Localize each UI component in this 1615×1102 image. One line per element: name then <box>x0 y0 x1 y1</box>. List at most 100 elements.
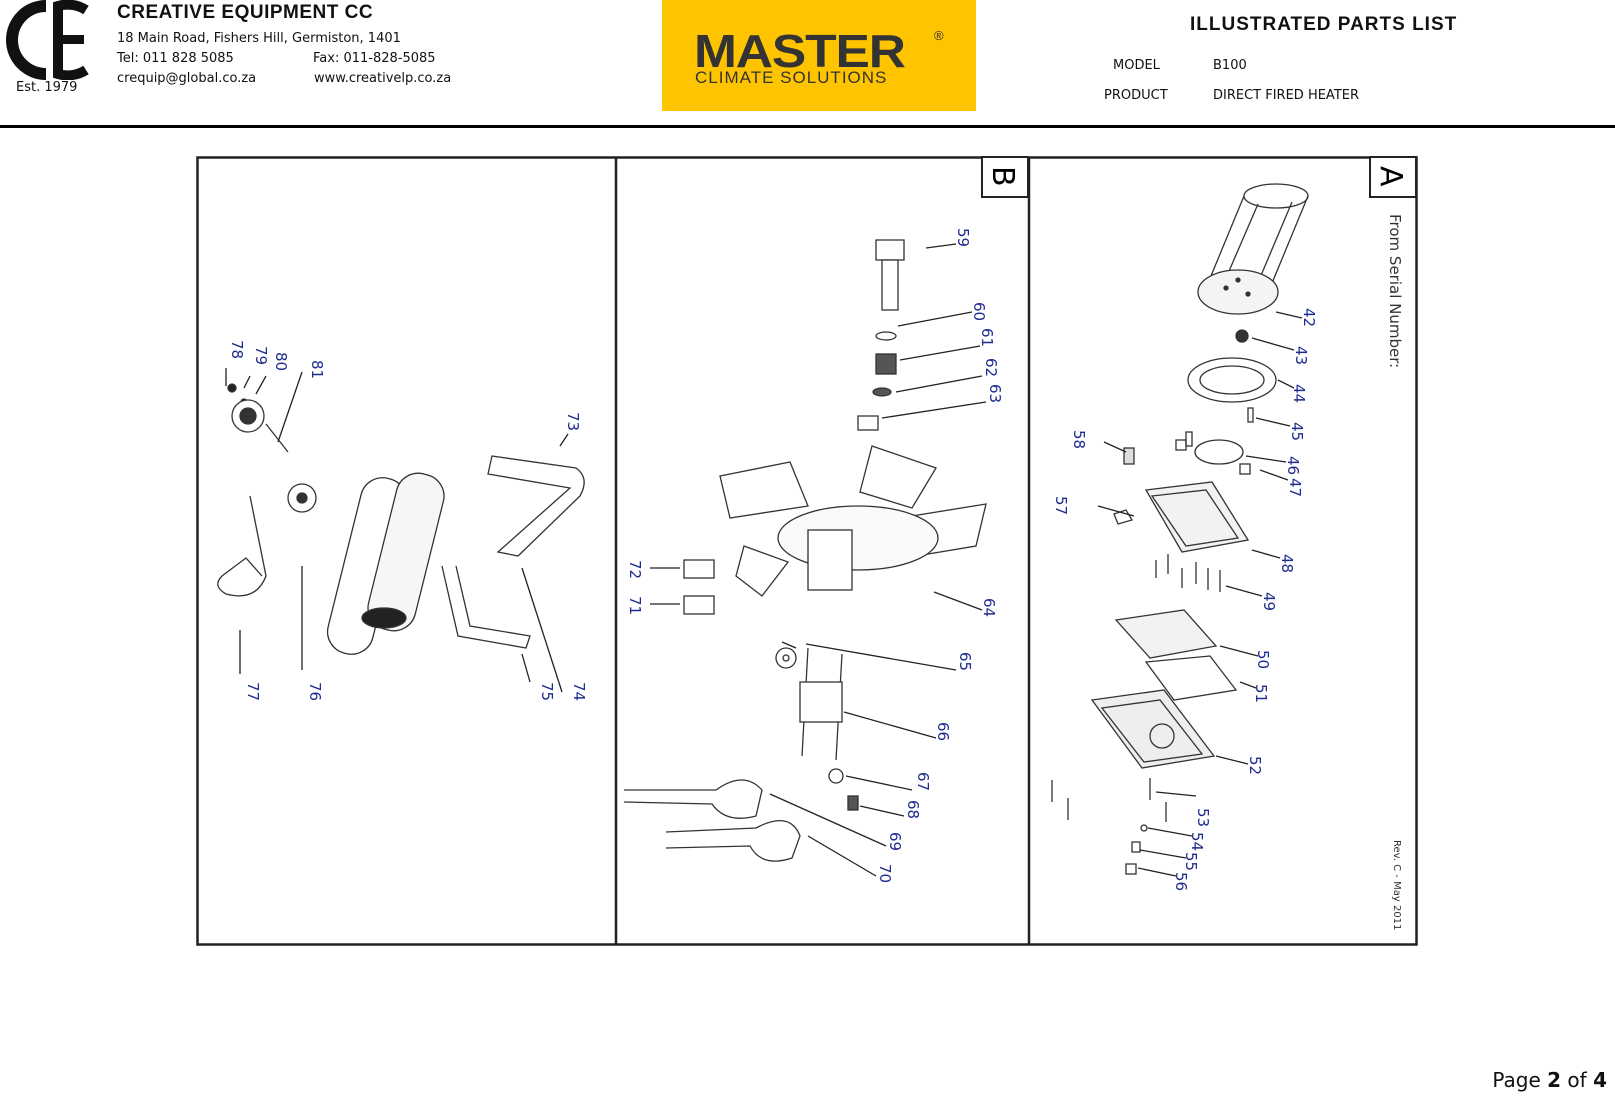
part-66 <box>799 647 843 761</box>
label-42: 42 <box>1300 308 1318 327</box>
part-65 <box>775 647 797 669</box>
label-44: 44 <box>1290 384 1308 403</box>
label-55: 55 <box>1182 852 1200 871</box>
label-71: 71 <box>626 596 644 615</box>
page-total: 4 <box>1593 1068 1607 1092</box>
label-79: 79 <box>252 346 270 365</box>
label-57: 57 <box>1052 496 1070 515</box>
label-43: 43 <box>1292 346 1310 365</box>
part-71 <box>683 595 715 615</box>
part-60 <box>875 331 897 341</box>
part-70 <box>665 820 801 862</box>
model-label: MODEL <box>1113 58 1160 73</box>
section-a-label: A <box>1373 166 1408 187</box>
parts-diagram-svg: B A From Serial Number: Rev. C - May 201… <box>196 156 1418 946</box>
model-value: B100 <box>1213 58 1247 73</box>
part-72 <box>683 559 715 579</box>
part-49 <box>1155 554 1221 592</box>
part-63 <box>857 415 879 431</box>
part-69 <box>623 779 763 819</box>
label-74: 74 <box>570 682 588 701</box>
part-67 <box>828 768 844 784</box>
product-label: PRODUCT <box>1104 88 1168 103</box>
part-45-47 <box>1175 407 1254 475</box>
ce-logo <box>6 0 92 81</box>
section-b-label-box: B <box>981 156 1029 198</box>
label-73: 73 <box>564 412 582 431</box>
label-78: 78 <box>228 340 246 359</box>
part-81 <box>265 423 317 513</box>
label-61: 61 <box>978 328 996 347</box>
part-57 <box>1113 509 1133 525</box>
company-email: crequip@global.co.za <box>117 71 257 86</box>
label-62: 62 <box>982 358 1000 377</box>
part-62 <box>872 387 892 397</box>
label-51: 51 <box>1252 684 1270 703</box>
label-56: 56 <box>1172 872 1190 891</box>
part-number-labels: 42 43 44 45 46 47 48 49 50 51 52 53 54 5… <box>228 228 1318 891</box>
label-65: 65 <box>956 652 974 671</box>
label-59: 59 <box>954 228 972 247</box>
master-logo-word: MASTER <box>694 25 906 77</box>
label-67: 67 <box>914 772 932 791</box>
part-52 <box>1090 689 1216 769</box>
part-73 <box>487 455 585 557</box>
label-63: 63 <box>986 384 1004 403</box>
master-logo-reg: ® <box>934 28 944 43</box>
part-68 <box>847 795 859 811</box>
part-43 <box>1235 329 1249 343</box>
part-59 <box>875 239 905 311</box>
label-69: 69 <box>886 832 904 851</box>
header-divider <box>0 125 1615 128</box>
company-tel: Tel: 011 828 5085 <box>117 51 234 66</box>
label-49: 49 <box>1260 592 1278 611</box>
leader-lines <box>225 243 1303 877</box>
label-54: 54 <box>1188 832 1206 851</box>
page-number: Page 2 of 4 <box>1492 1068 1607 1092</box>
section-a-label-box: A <box>1369 156 1417 198</box>
company-address: 18 Main Road, Fishers Hill, Germiston, 1… <box>117 31 401 46</box>
part-51 <box>1144 655 1238 701</box>
page-current: 2 <box>1547 1068 1562 1092</box>
part-58 <box>1123 447 1135 465</box>
document-title: ILLUSTRATED PARTS LIST <box>1190 14 1458 35</box>
label-52: 52 <box>1246 756 1264 775</box>
part-48 <box>1144 481 1250 553</box>
label-58: 58 <box>1070 430 1088 449</box>
part-78-80 <box>227 383 265 433</box>
section-b-label: B <box>985 166 1020 187</box>
product-value: DIRECT FIRED HEATER <box>1213 88 1360 103</box>
page-of: of <box>1561 1068 1594 1092</box>
label-53: 53 <box>1194 808 1212 827</box>
motor-part-42 <box>1197 183 1309 315</box>
label-45: 45 <box>1288 422 1306 441</box>
company-fax: Fax: 011-828-5085 <box>313 51 436 66</box>
part-61 <box>875 353 897 375</box>
revision-note: Rev. C - May 2011 <box>1391 840 1402 930</box>
fan-part-64 <box>719 445 987 597</box>
label-80: 80 <box>272 352 290 371</box>
label-66: 66 <box>934 722 952 741</box>
part-53-56 <box>1051 778 1167 875</box>
label-48: 48 <box>1278 554 1296 573</box>
part-75 <box>441 565 531 649</box>
parts-diagram: B A From Serial Number: Rev. C - May 201… <box>196 156 1418 946</box>
label-77: 77 <box>244 682 262 701</box>
part-50 <box>1114 609 1218 659</box>
label-72: 72 <box>626 560 644 579</box>
company-website: www.creativelp.co.za <box>314 71 452 86</box>
label-76: 76 <box>306 682 324 701</box>
part-44 <box>1187 357 1277 403</box>
label-70: 70 <box>876 864 894 883</box>
heater-body-76 <box>326 472 445 655</box>
part-77 <box>217 495 267 597</box>
from-serial-note: From Serial Number: <box>1386 214 1404 368</box>
master-logo-tagline: CLIMATE SOLUTIONS <box>695 68 888 87</box>
label-75: 75 <box>538 682 556 701</box>
label-60: 60 <box>970 302 988 321</box>
page-prefix: Page <box>1492 1068 1548 1092</box>
master-logo: MASTER ® CLIMATE SOLUTIONS <box>662 0 976 111</box>
label-46: 46 <box>1284 456 1302 475</box>
label-81: 81 <box>308 360 326 379</box>
label-64: 64 <box>980 598 998 617</box>
